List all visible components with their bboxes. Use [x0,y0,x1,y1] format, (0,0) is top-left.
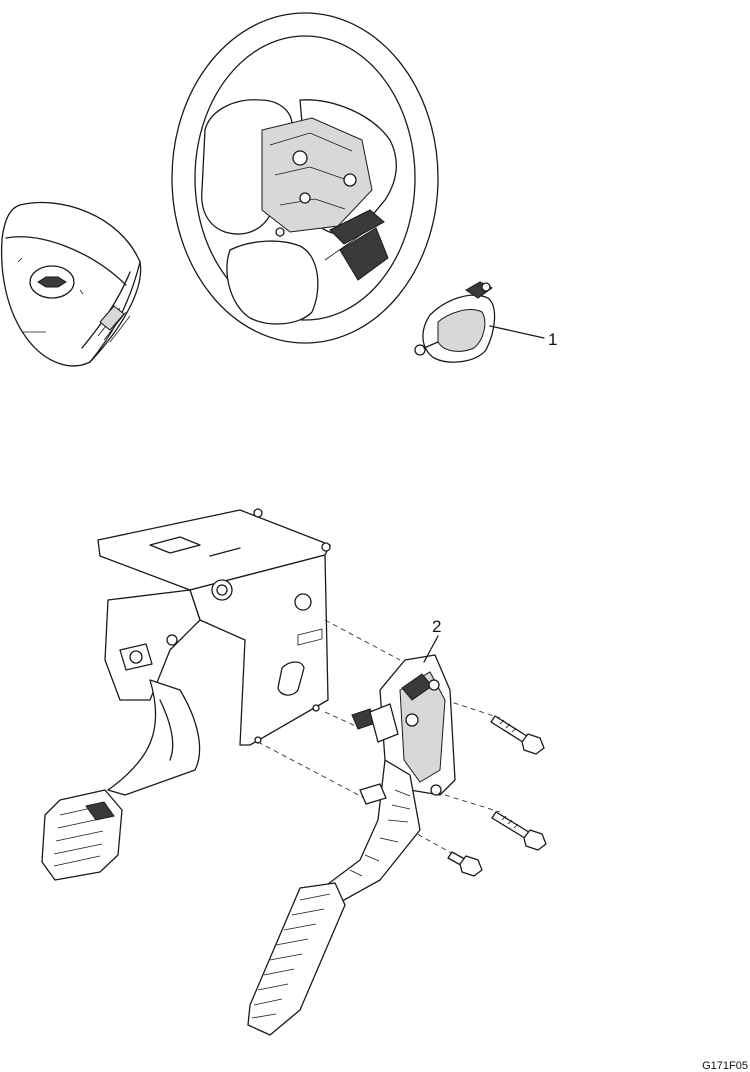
airbag-module [0,201,142,367]
bolt-lower [447,851,483,877]
bolt-middle [491,811,547,851]
accelerator-pedal-pad [247,882,346,1036]
accelerator-pedal-module [247,654,456,1036]
pedal-bracket-assembly [41,508,331,881]
steering-wheel [171,12,439,344]
bolt-upper [490,715,545,755]
callout-2-leader [423,635,439,663]
alignment-lines [257,619,501,856]
clutch-pedal-pad [41,789,123,881]
callout-1-label: 1 [548,330,557,349]
callout-2-label: 2 [432,617,441,636]
figure-code: G171F05 [702,1060,748,1072]
steering-wheel-switch [414,281,496,363]
callout-1-leader [489,325,545,339]
